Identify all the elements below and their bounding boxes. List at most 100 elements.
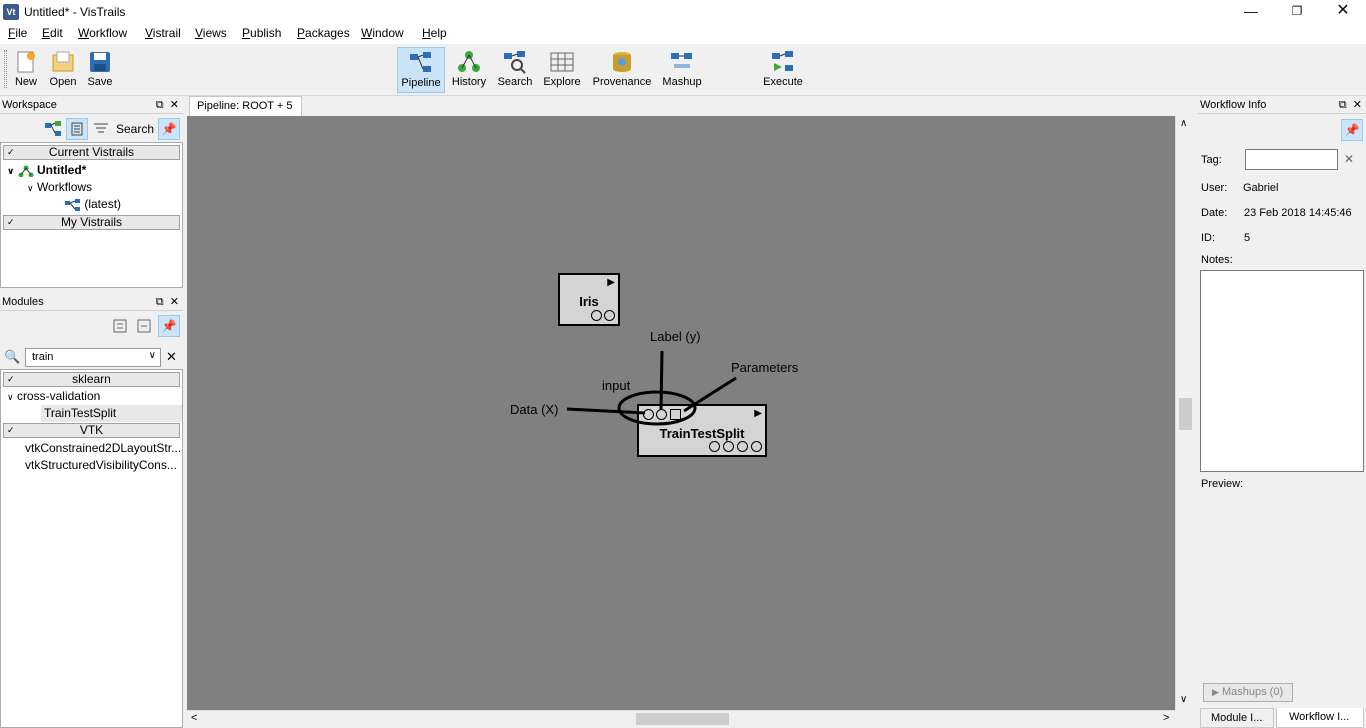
menu-help[interactable]: Help [422,26,447,40]
provenance-label: Provenance [592,76,652,88]
menu-workflow[interactable]: Workflow [78,26,128,40]
vertical-scroll-thumb[interactable] [1179,398,1192,430]
float-icon[interactable]: ⧉ [155,296,164,308]
workspace-title: Workspace [2,99,57,111]
output-port[interactable] [604,310,615,321]
clear-search-icon[interactable]: ✕ [166,349,177,364]
vertical-scrollbar[interactable]: ∧ ∨ [1175,116,1194,710]
horizontal-scrollbar[interactable]: < > [187,710,1175,727]
id-value: 5 [1244,232,1251,244]
close-icon[interactable]: ✕ [169,296,179,308]
scroll-right-icon[interactable]: > [1163,712,1170,724]
mashup-view-button[interactable]: Mashup [660,47,704,93]
output-port[interactable] [737,441,748,452]
new-button[interactable]: New [10,47,42,93]
pipeline-canvas[interactable]: ▶ Iris ▶ TrainTestSplit Label (y) Parame… [187,116,1175,710]
horizontal-scroll-thumb[interactable] [636,713,729,725]
input-port-parameters[interactable] [670,409,681,420]
tree-item-untitled[interactable]: ∨ Untitled* [7,163,87,178]
mashups-button[interactable]: ▶ Mashups (0) [1203,683,1293,702]
collapse-all-icon[interactable] [136,317,154,335]
menu-vistrail[interactable]: Vistrail [145,26,181,40]
workflow-info-title: Workflow Info [1200,99,1267,111]
minimize-icon[interactable]: — [1244,3,1258,19]
pipeline-icon [409,51,433,75]
notes-textarea[interactable] [1200,270,1364,472]
workflow-info-title-bar: Workflow Info ⧉ ✕ [1198,96,1366,114]
pipeline-view-button[interactable]: Pipeline [397,47,445,93]
scroll-left-icon[interactable]: < [191,712,198,724]
id-label: ID: [1201,232,1216,244]
my-vistrails-header[interactable]: ✓My Vistrails [3,215,180,230]
output-port[interactable] [751,441,762,452]
modules-title-bar: Modules ⧉ ✕ [0,293,183,311]
user-value: Gabriel [1243,182,1279,194]
vtk-header[interactable]: ✓VTK [3,423,180,438]
workflow-info-panel: Workflow Info ⧉ ✕ 📌 Tag: ✕ User: Gabriel… [1198,96,1366,728]
history-view-button[interactable]: History [449,47,489,93]
explore-grid-icon [550,50,574,74]
output-port[interactable] [723,441,734,452]
search-view-button[interactable]: Search [495,47,535,93]
save-button[interactable]: Save [84,47,116,93]
close-icon[interactable]: ✕ [169,99,179,111]
scroll-up-icon[interactable]: ∧ [1180,118,1188,129]
workspace-tree: ✓Current Vistrails ∨ Untitled* ∨ Workflo… [0,142,183,288]
tag-input[interactable] [1245,149,1338,170]
menu-views[interactable]: Views [195,26,227,40]
tree-item-vtk-constrained[interactable]: vtkConstrained2DLayoutStr... [25,441,182,455]
menu-packages[interactable]: Packages [297,26,350,40]
window-title: Untitled* - VisTrails [24,5,126,19]
pin-icon[interactable]: 📌 [1341,119,1363,141]
tree-item-cross-validation[interactable]: ∨ cross-validation [7,389,101,403]
list-view-icon[interactable] [66,118,88,140]
open-button[interactable]: Open [46,47,80,93]
module-search-input[interactable]: train ∨ [25,348,161,367]
tab-pipeline[interactable]: Pipeline: ROOT + 5 [189,96,302,116]
sklearn-header[interactable]: ✓sklearn [3,372,180,387]
float-icon[interactable]: ⧉ [1338,99,1347,111]
explore-view-button[interactable]: Explore [541,47,583,93]
modules-title: Modules [2,296,44,308]
scroll-down-icon[interactable]: ∨ [1180,694,1188,705]
pin-icon[interactable]: 📌 [158,118,180,140]
tree-item-latest[interactable]: (latest) [65,197,121,211]
workspace-toolbar: Search 📌 [0,116,183,142]
pin-icon[interactable]: 📌 [158,315,180,337]
filter-icon[interactable] [92,120,110,138]
tab-workflow-info[interactable]: Workflow I... [1276,708,1364,728]
expand-all-icon[interactable] [112,317,130,335]
play-arrow-icon: ▶ [1212,687,1219,697]
add-vistrail-icon[interactable] [44,120,62,138]
provenance-view-button[interactable]: Provenance [590,47,654,93]
float-icon[interactable]: ⧉ [155,99,164,111]
execute-button[interactable]: Execute [760,47,806,93]
output-port[interactable] [709,441,720,452]
pipeline-tab-bar [187,96,1194,116]
tab-module-info[interactable]: Module I... [1200,708,1274,728]
menu-edit[interactable]: Edit [42,26,63,40]
restore-icon[interactable]: ❐ [1291,4,1303,18]
workspace-search-label[interactable]: Search [116,122,155,136]
output-port[interactable] [591,310,602,321]
tree-item-workflows[interactable]: ∨ Workflows [27,180,93,194]
explore-label: Explore [543,76,581,88]
module-iris[interactable]: ▶ Iris [558,273,620,326]
tree-item-traintestsplit[interactable]: TrainTestSplit [41,405,182,422]
module-traintestsplit[interactable]: ▶ TrainTestSplit [637,404,767,457]
close-icon[interactable]: ✕ [1352,99,1362,111]
menu-window[interactable]: Window [361,26,404,40]
close-window-icon[interactable]: ✕ [1336,2,1350,19]
tree-item-vtk-structured[interactable]: vtkStructuredVisibilityCons... [25,458,177,472]
play-arrow-icon: ▶ [607,277,615,288]
toolbar-grip[interactable] [4,50,7,88]
chevron-down-icon[interactable]: ∨ [148,350,156,361]
menu-file[interactable]: File [8,26,28,40]
menu-publish[interactable]: Publish [242,26,282,40]
clear-tag-icon[interactable]: ✕ [1344,152,1355,166]
input-port-data[interactable] [643,409,654,420]
annotation-parameters: Parameters [731,360,799,375]
current-vistrails-header[interactable]: ✓Current Vistrails [3,145,180,160]
workspace-title-bar: Workspace ⧉ ✕ [0,96,183,114]
annotation-label-y: Label (y) [650,329,701,344]
